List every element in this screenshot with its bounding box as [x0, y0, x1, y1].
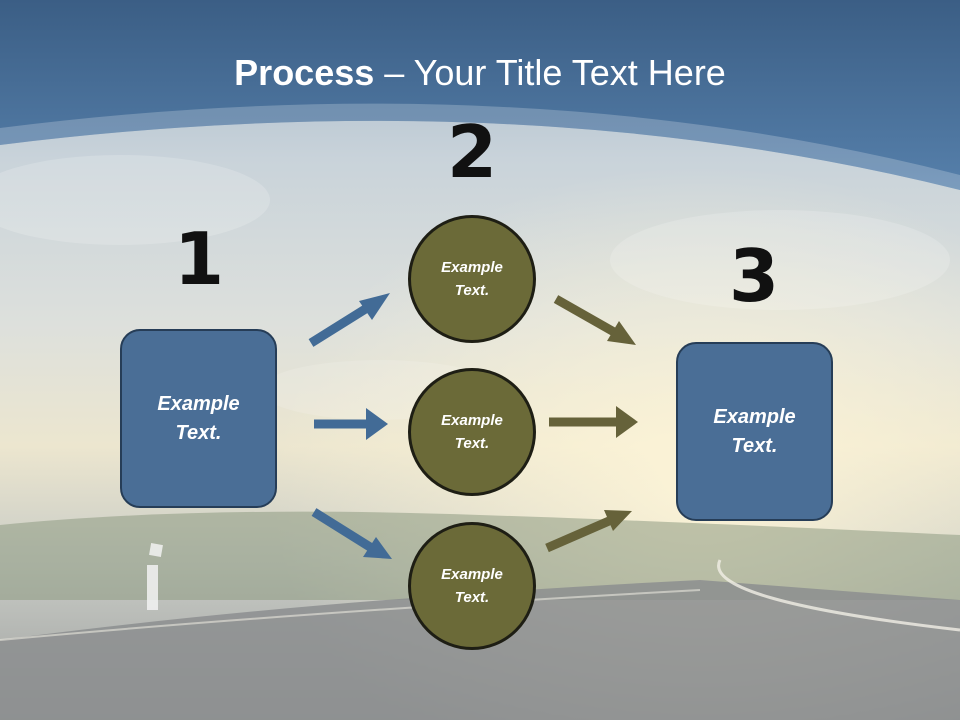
header-band: [0, 0, 960, 190]
road: [0, 580, 960, 720]
slide-title: Process – Your Title Text Here: [0, 52, 960, 94]
arrow-circle-top-to-box3: [553, 295, 636, 345]
step-number-2: 2: [446, 110, 498, 194]
circle-top-text: Example Text.: [441, 259, 503, 299]
title-rest: – Your Title Text Here: [374, 52, 726, 93]
cloud: [0, 155, 270, 245]
circle-middle-text: Example Text.: [441, 412, 503, 452]
step-number-3: 3: [728, 234, 780, 318]
road-curve-line: [717, 559, 960, 632]
cloud: [610, 210, 950, 310]
arrow-box1-to-circle-middle: [314, 408, 388, 440]
step2-circle-bottom: Example Text.: [408, 522, 536, 650]
step2-circle-middle: Example Text.: [408, 368, 536, 496]
circle-bottom-text: Example Text.: [441, 566, 503, 606]
arrow-circle-middle-to-box3: [549, 406, 638, 438]
step-number-1: 1: [173, 217, 225, 301]
title-bold-word: Process: [234, 52, 375, 93]
road-marker-post: [147, 565, 158, 610]
step2-circle-top: Example Text.: [408, 215, 536, 343]
arrow-box1-to-circle-top: [308, 293, 390, 347]
header-highlight: [0, 103, 960, 190]
arrow-box1-to-circle-bottom: [311, 508, 392, 559]
road-marker-reflector: [149, 543, 163, 557]
arrow-circle-bottom-to-box3: [545, 510, 632, 553]
road-edge-line: [0, 589, 701, 641]
step3-box: Example Text.: [676, 342, 833, 521]
step1-box-text: Example Text.: [157, 392, 240, 444]
step3-box-text: Example Text.: [713, 405, 796, 457]
step1-box: Example Text.: [120, 329, 277, 508]
